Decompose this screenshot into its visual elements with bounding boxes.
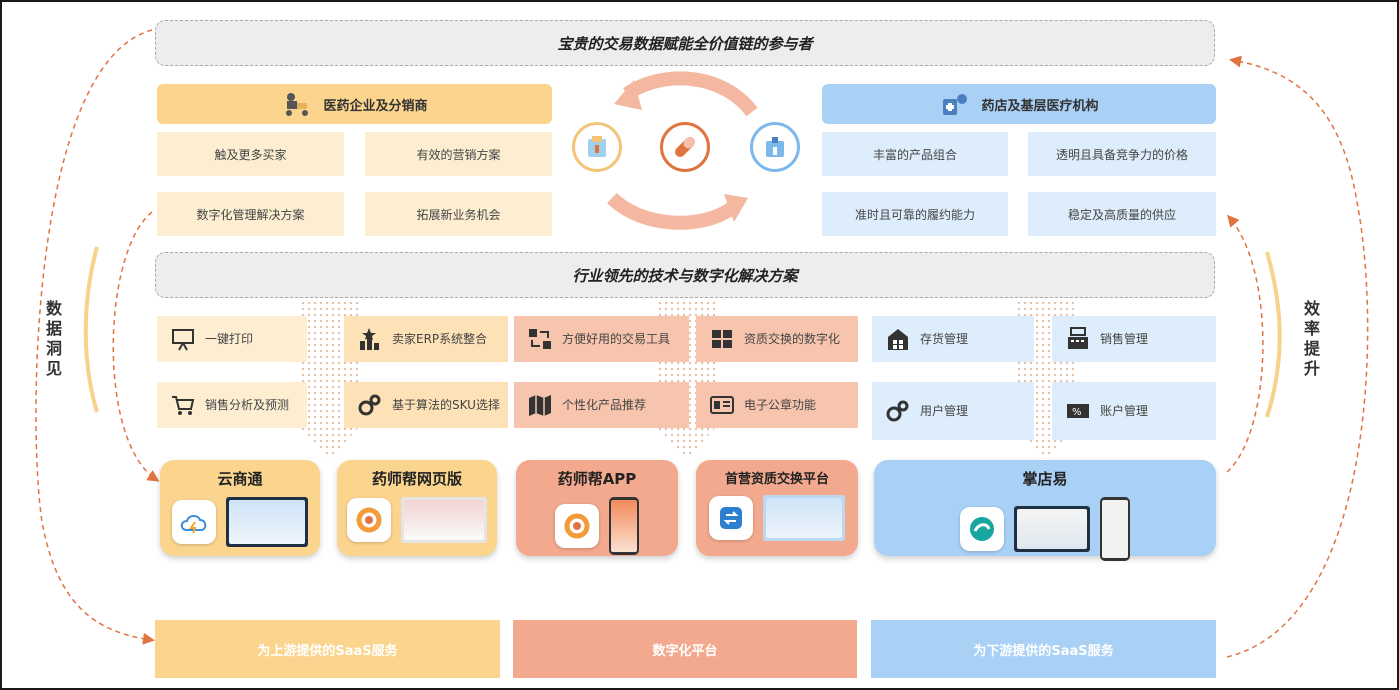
grid-blocks-icon [712,330,732,348]
svg-text:%: % [1072,407,1082,418]
product-title: 药师帮网页版 [371,470,462,488]
feature-label: 基于算法的SKU选择 [392,397,500,412]
right-cell-3: 准时且可靠的履约能力 [822,192,1008,236]
right-side-label: 效率提升 [1301,300,1320,380]
phone-screenshot [609,497,639,555]
product-title: 首营资质交换平台 [724,472,829,487]
feature-trading-tools: 方便好用的交易工具 [514,316,689,362]
feature-label: 方便好用的交易工具 [562,331,671,346]
product-zhangdianyi: 掌店易 [874,460,1216,561]
platform-screenshot [763,495,845,541]
left-group-header: 医药企业及分销商 [157,84,552,124]
feature-personalized-recommendation: 个性化产品推荐 [514,382,689,428]
zhangdianyi-logo-icon [960,507,1004,551]
right-cell-2: 透明且具备竞争力的价格 [1028,132,1216,176]
id-card-icon [710,396,734,414]
feature-label: 资质交换的数字化 [744,331,841,346]
product-title: 云商通 [217,470,263,488]
feature-label: 存货管理 [920,331,969,346]
cash-register-icon [1068,327,1088,349]
ysb-logo-icon [347,498,391,542]
phone-screenshot [1100,497,1130,561]
left-cell-1: 触及更多买家 [157,132,344,176]
monitor-screenshot [226,497,308,547]
feature-label: 一键打印 [205,331,254,346]
warehouse-icon [888,329,908,350]
pill-circle-icon [660,122,710,172]
product-ysb-web: 药师帮网页版 [337,460,497,556]
feature-sales-management: 销售管理 [1052,316,1216,362]
feature-digital-qualification: 资质交换的数字化 [696,316,858,362]
feature-inventory-management: 存货管理 [872,316,1034,362]
product-qualification-exchange: 首营资质交换平台 [696,460,858,556]
cloud-lightning-icon [172,500,216,544]
feature-sales-forecast: 销售分析及预测 [157,382,307,428]
cycle-arrow-top [623,71,758,117]
feature-label: 卖家ERP系统整合 [392,331,488,346]
feature-label: 电子公章功能 [744,397,817,412]
feature-label: 销售分析及预测 [205,397,290,412]
left-inner-arc [112,211,160,482]
shopping-cart-icon [172,396,195,415]
presentation-board-icon [172,329,194,351]
percent-card-icon: % [1067,404,1089,418]
left-cell-3: 数字化管理解决方案 [157,192,344,236]
ysb-logo-icon [555,504,599,548]
right-yellow-bracket [1265,251,1282,418]
left-cell-4: 拓展新业务机会 [365,192,552,236]
feature-sku-selection: 基于算法的SKU选择 [344,382,508,428]
right-group-title: 药店及基层医疗机构 [981,98,1099,114]
right-inner-arc [1226,214,1264,473]
right-group-header: 药店及基层医疗机构 [822,84,1216,124]
gears-icon [886,400,909,422]
right-cell-1: 丰富的产品组合 [822,132,1008,176]
gears-icon [358,394,381,416]
map-icon [529,395,551,416]
feature-label: 销售管理 [1100,331,1149,346]
product-title: 掌店易 [1022,470,1068,488]
bottom-downstream-saas: 为下游提供的SaaS服务 [871,620,1216,678]
feature-label: 用户管理 [920,403,969,418]
left-outer-arc [35,29,155,645]
left-yellow-bracket [83,246,99,413]
feature-account-management: % 账户管理 [1052,382,1216,440]
feature-user-management: 用户管理 [872,382,1034,440]
feature-label: 账户管理 [1100,403,1149,418]
left-group-title: 医药企业及分销商 [323,98,428,114]
delivery-person-icon [286,93,309,116]
right-cell-4: 稳定及高质量的供应 [1028,192,1216,236]
pos-screenshot [1014,506,1090,552]
web-screenshot [401,497,487,543]
exchange-logo-icon [709,496,753,540]
pharmacy-circle-icon [750,122,800,172]
product-title: 药师帮APP [557,470,637,488]
feature-label: 个性化产品推荐 [562,397,647,412]
left-side-label: 数据洞见 [43,300,62,380]
product-yunshangtong: 云商通 [160,460,320,556]
pharmacy-icon [943,94,968,115]
transaction-flow-icon [529,329,551,349]
feature-one-click-print: 一键打印 [157,316,307,362]
cycle-arrow-bottom [607,192,737,230]
bottom-upstream-saas: 为上游提供的SaaS服务 [155,620,500,678]
enterprise-circle-icon [572,122,622,172]
ranking-star-icon [360,328,379,350]
feature-e-seal: 电子公章功能 [696,382,858,428]
product-ysb-app: 药师帮APP [516,460,678,556]
right-outer-arc [1226,55,1369,658]
feature-erp-integration: 卖家ERP系统整合 [344,316,508,362]
left-cell-2: 有效的营销方案 [365,132,552,176]
top-banner: 宝贵的交易数据赋能全价值链的参与者 [155,20,1215,66]
mid-banner: 行业领先的技术与数字化解决方案 [155,252,1215,298]
bottom-digital-platform: 数字化平台 [513,620,857,678]
